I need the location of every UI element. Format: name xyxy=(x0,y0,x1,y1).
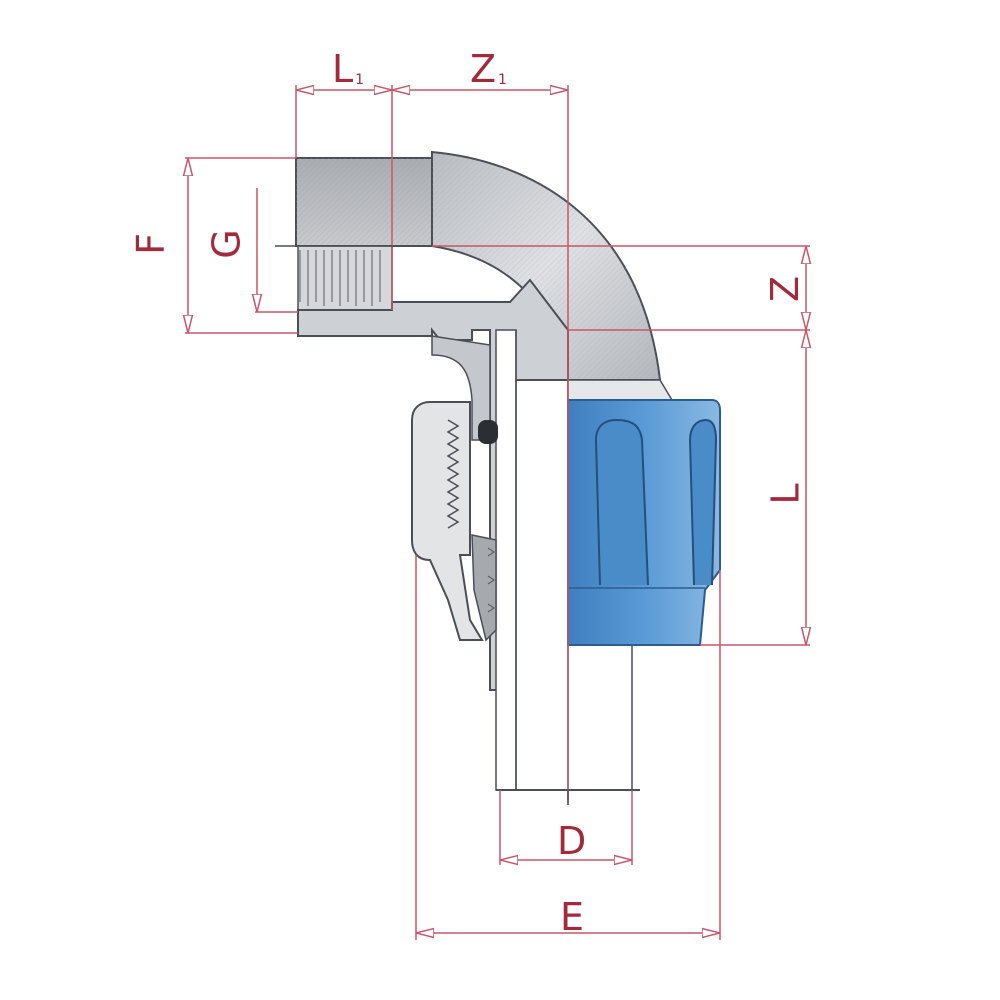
blue-compression-nut xyxy=(567,399,721,646)
dim-label-F: F xyxy=(128,233,173,255)
nut-cross-section xyxy=(411,401,498,642)
dim-label-G: G xyxy=(204,229,249,259)
dim-label-Z: Z xyxy=(763,275,808,303)
internal-thread xyxy=(297,245,393,311)
dimension-lines xyxy=(185,85,810,940)
dim-label-E: E xyxy=(560,895,585,939)
o-ring-seal xyxy=(478,420,498,444)
dim-label-L: L xyxy=(763,483,808,505)
dim-label-D: D xyxy=(557,819,587,863)
